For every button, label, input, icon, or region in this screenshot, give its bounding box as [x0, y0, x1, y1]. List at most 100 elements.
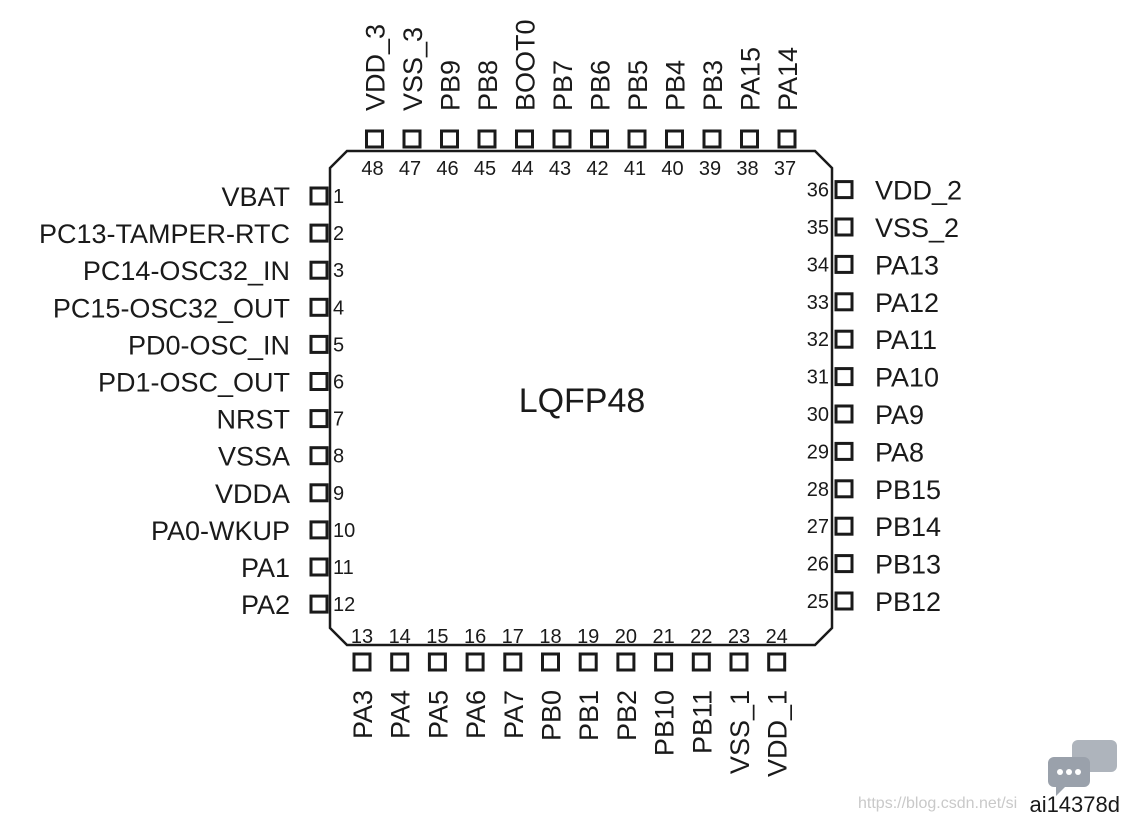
pin-number: 12: [333, 594, 355, 616]
pin-label: PB13: [875, 550, 941, 580]
pin-number: 32: [807, 329, 829, 351]
pin-label: PA14: [773, 47, 803, 111]
pin-label: PD0-OSC_IN: [128, 330, 290, 360]
pin-number: 25: [807, 591, 829, 613]
pin-label: PA11: [875, 325, 937, 355]
pin-8: 8 VSSA: [218, 442, 344, 472]
pin-pad: [309, 483, 329, 503]
pin-number: 26: [807, 554, 829, 576]
pin-number: 19: [577, 626, 599, 648]
pin-label: PB0: [537, 690, 567, 741]
pin-number: 7: [333, 409, 344, 431]
pin-pad: [390, 652, 410, 672]
pin-pad: [834, 441, 854, 461]
pin-number: 24: [766, 626, 788, 648]
pin-pad: [552, 129, 572, 149]
pin-number: 48: [361, 158, 383, 180]
pin-number: 16: [464, 626, 486, 648]
pin-label: PB15: [875, 475, 941, 505]
pin-number: 33: [807, 292, 829, 314]
pin-pad: [440, 129, 459, 149]
pin-number: 40: [661, 158, 683, 180]
pin-pad: [352, 652, 372, 672]
pin-number: 4: [333, 297, 344, 319]
pin-pad: [691, 652, 711, 672]
pin-pad: [578, 652, 598, 672]
pin-pad: [702, 129, 722, 149]
pin-37: 37 PA14: [773, 47, 803, 180]
pin-number: 11: [333, 557, 354, 579]
pin-pad: [309, 372, 329, 391]
pin-26: 26 PB13: [807, 550, 941, 580]
pin-number: 6: [333, 372, 344, 394]
pin-label: PA10: [875, 363, 939, 393]
pin-label: PB5: [623, 60, 653, 111]
pin-label: VSS_1: [725, 690, 755, 774]
pin-11: 11 PA1: [241, 553, 354, 583]
pin-pad: [309, 409, 329, 429]
pin-pad: [309, 260, 329, 280]
pin-label: PB9: [436, 60, 466, 111]
pin-label: VBAT: [221, 182, 290, 212]
chat-bubble-icon: [1048, 740, 1117, 796]
pin-pad: [309, 186, 329, 206]
pin-number: 47: [399, 158, 421, 180]
pin-number: 22: [690, 626, 712, 648]
pin-label: PD1-OSC_OUT: [98, 368, 290, 398]
pin-label: VDD_1: [763, 690, 793, 777]
pin-pad: [834, 367, 854, 387]
pin-pad: [834, 516, 854, 536]
pin-label: PB3: [698, 60, 728, 111]
pin-number: 2: [333, 223, 344, 245]
pin-label: PA8: [875, 437, 924, 467]
pin-label: PA1: [241, 553, 290, 583]
pin-number: 42: [586, 158, 608, 180]
pins-top-side: 37PA1438PA1539PB340PB441PB542PB643PB744B…: [361, 19, 804, 180]
chip-body: [328, 149, 834, 647]
pin-pad: [834, 404, 854, 424]
pin-number: 8: [333, 446, 344, 468]
pin-label: VSSA: [218, 442, 290, 472]
pin-label: VDD_3: [361, 24, 391, 111]
pin-number: 41: [624, 158, 646, 180]
pin-label: PB14: [875, 512, 941, 542]
pin-label: PB1: [574, 690, 604, 741]
pin-number: 44: [511, 158, 533, 180]
pin-pad: [654, 652, 674, 672]
pin-pad: [627, 129, 647, 149]
pin-pad: [309, 446, 329, 466]
pin-label: PA6: [461, 690, 491, 739]
pin-label: PA5: [423, 690, 453, 739]
pin-pad: [515, 129, 534, 149]
pin-pad: [365, 129, 384, 149]
pin-6: 6 PD1-OSC_OUT: [98, 368, 344, 398]
pin-number: 10: [333, 520, 355, 542]
pin-number: 15: [426, 626, 448, 648]
pin-pad: [309, 297, 329, 317]
pin-number: 37: [774, 158, 796, 180]
pin-label: PC13-TAMPER-RTC: [39, 219, 290, 249]
